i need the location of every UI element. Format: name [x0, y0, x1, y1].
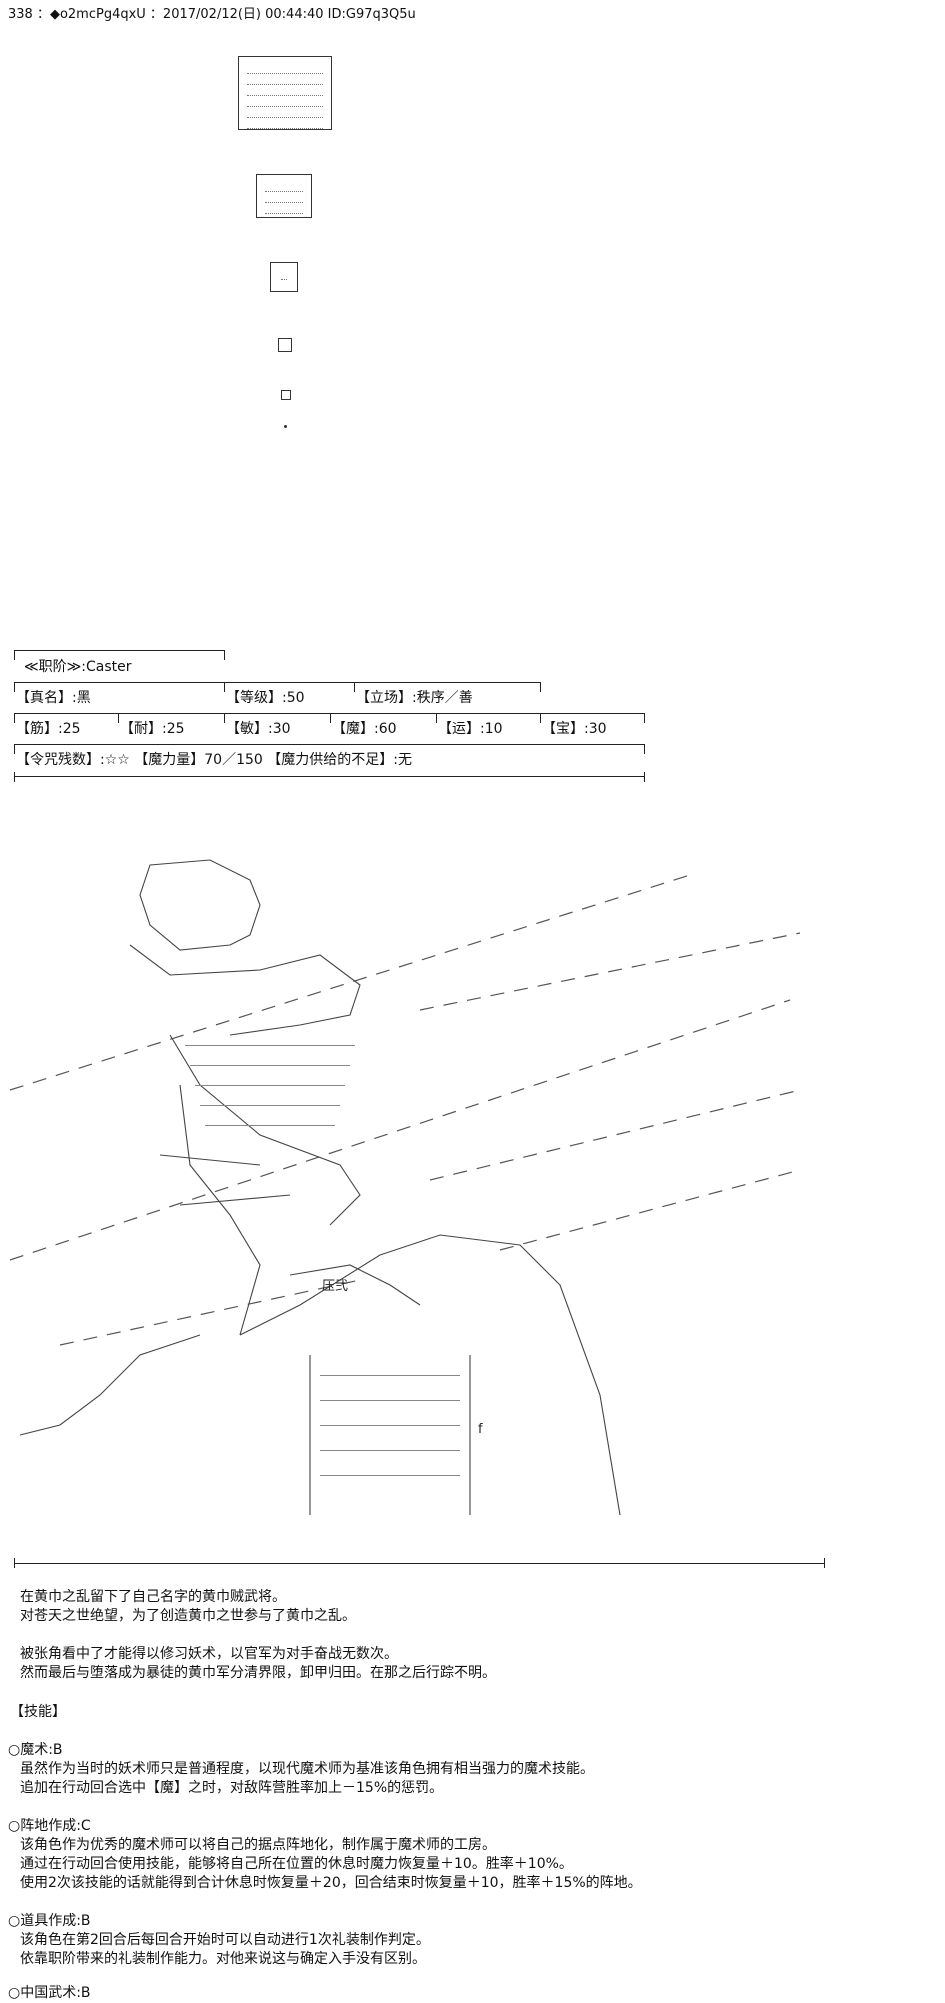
text-box-dot	[284, 425, 287, 428]
bio-line-3: 被张角看中了才能得以修习妖术，以官军为对手奋战无数次。	[20, 1646, 398, 1662]
bio-line-1: 在黄巾之乱留下了自己名字的黄巾贼武将。	[20, 1589, 286, 1605]
skill-line: 依靠职阶带来的礼装制作能力。对他来说这与确定入手没有区别。	[20, 1951, 426, 1967]
skill-name-magecraft: ○魔术:B	[8, 1742, 63, 1758]
stat-str: 【筋】:25	[16, 721, 81, 737]
skill-line: 该角色在第2回合后每回合开始时可以自动进行1次礼装制作判定。	[20, 1932, 430, 1948]
text-box-medium	[256, 174, 312, 218]
text-box-large	[238, 56, 332, 130]
stat-name: 【真名】:黑	[16, 690, 91, 706]
stat-command-seals: 【令咒残数】:☆☆ 【魔力量】70／150 【魔力供给的不足】:无	[16, 752, 412, 768]
status-table: ≪职阶≫:Caster 【真名】:黑 【等级】:50 【立场】:秩序／善 【筋】…	[14, 650, 824, 805]
skill-line: 虽然作为当时的妖术师只是普通程度，以现代魔术师为基准该角色拥有相当强力的魔术技能…	[20, 1761, 594, 1777]
stat-luck: 【运】:10	[438, 721, 503, 737]
skill-name-territory: ○阵地作成:C	[8, 1818, 91, 1834]
skill-name-item-construction: ○道具作成:B	[8, 1913, 91, 1929]
stat-agi: 【敏】:30	[226, 721, 291, 737]
class-label: ≪职阶≫:Caster	[24, 659, 132, 675]
bio-line-2: 对苍天之世绝望，为了创造黄巾之世参与了黄巾之乱。	[20, 1608, 356, 1624]
stat-np: 【宝】:30	[542, 721, 607, 737]
stat-mag: 【魔】:60	[332, 721, 397, 737]
skills-title: 【技能】	[10, 1704, 66, 1720]
post-header: 338 ：◆o2mcPg4qxU ：2017/02/12(日) 00:44:40…	[8, 7, 416, 22]
text-box-small	[270, 262, 298, 292]
text-box-mini	[281, 390, 291, 400]
art-label-2: f	[478, 1422, 483, 1437]
skill-name-chinese-martial-arts: ○中国武术:B	[8, 1985, 91, 2001]
divider-art-bottom	[14, 1563, 824, 1564]
text-box-tiny	[278, 338, 292, 352]
skill-line: 追加在行动回合选中【魔】之时，对敌阵营胜率加上－15%的惩罚。	[20, 1780, 444, 1796]
art-label-1: 压弐	[322, 1279, 348, 1294]
bio-line-4: 然而最后与堕落成为暴徒的黄巾军分清界限，卸甲归田。在那之后行踪不明。	[20, 1665, 496, 1681]
skill-line: 使用2次该技能的话就能得到合计休息时恢复量＋20，回合结束时恢复量＋10，胜率＋…	[20, 1875, 642, 1891]
stat-end: 【耐】:25	[120, 721, 185, 737]
stat-alignment: 【立场】:秩序／善	[356, 690, 473, 706]
skill-line: 通过在行动回合使用技能，能够将自己所在位置的休息时魔力恢复量＋10。胜率＋10%…	[20, 1856, 573, 1872]
stat-level: 【等级】:50	[226, 690, 305, 706]
skill-line: 该角色作为优秀的魔术师可以将自己的据点阵地化，制作属于魔术师的工房。	[20, 1837, 496, 1853]
ascii-art-figure: 压弐 f	[9, 859, 801, 1516]
